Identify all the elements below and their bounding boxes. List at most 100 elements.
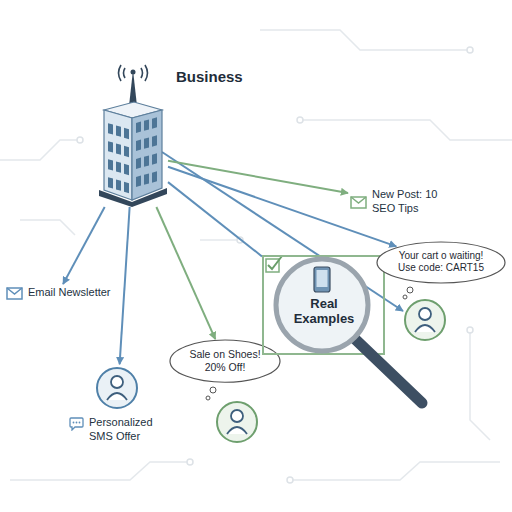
window [116, 125, 121, 136]
customer-head [111, 376, 123, 388]
window [144, 173, 149, 184]
channel-connector [120, 207, 130, 364]
magnifier-frame: Real Examples [262, 255, 385, 355]
channel-connector [156, 207, 215, 339]
windows [136, 117, 157, 187]
antenna [129, 70, 137, 106]
circuit-dot [287, 477, 293, 483]
check-tick [268, 256, 282, 269]
email-channel: Email Newsletter [4, 284, 113, 302]
building-left-face [104, 110, 132, 200]
antenna-tip [131, 70, 136, 75]
phone-icon [314, 267, 330, 292]
bubble-tail [403, 295, 407, 299]
node-label: Your cart o waiting! Use code: CART15 [392, 250, 490, 275]
customer-icon [217, 402, 257, 442]
magnifier-handle [355, 339, 422, 403]
circuit-trace [290, 462, 500, 480]
envelope-flap [7, 288, 22, 294]
customer-head [419, 308, 431, 320]
window [144, 155, 149, 166]
circuit-trace [20, 220, 75, 235]
business-building: Business [98, 62, 168, 207]
circuit-trace [0, 140, 80, 160]
customer-icon [95, 366, 139, 410]
envelope-icon [6, 287, 23, 300]
window [136, 122, 141, 133]
envelope-body [7, 288, 22, 299]
circuit-background [0, 30, 512, 480]
customer-circle [217, 402, 257, 442]
circuit-trace [10, 462, 190, 480]
circuit-dot [467, 47, 473, 53]
chat-icon [69, 417, 84, 431]
chat-dot [73, 422, 75, 424]
customer-circle [405, 300, 445, 340]
node-label: Real Examples [284, 297, 364, 327]
circuit-dot [297, 117, 303, 123]
phone-screen [317, 270, 328, 287]
window [152, 171, 157, 182]
customer-body [415, 325, 435, 332]
window [124, 164, 129, 175]
window [144, 119, 149, 130]
window [116, 143, 121, 154]
windows [108, 123, 129, 193]
sms-row: Personalized SMS Offer [69, 416, 165, 444]
bubble-shape [377, 242, 505, 283]
customer-head [231, 410, 243, 422]
customer-circle [97, 368, 137, 408]
building-right-face [132, 110, 162, 200]
building-base [99, 188, 167, 207]
bubble-tail [206, 396, 210, 400]
circuit-trace [300, 120, 512, 140]
sms-channel: Personalized SMS Offer [67, 364, 167, 446]
circuit-dot [187, 459, 193, 465]
bubble-tail [210, 387, 216, 393]
window [144, 137, 149, 148]
node-label: Sale on Shoes! 20% Off! [185, 348, 265, 374]
channel-connector [168, 182, 262, 256]
envelope-flap [351, 197, 366, 203]
window [116, 179, 121, 190]
circuit-trace [200, 239, 240, 241]
customer-body [107, 393, 127, 400]
chat-dot [79, 422, 81, 424]
channel-connector [168, 167, 396, 247]
envelope-body [351, 197, 366, 208]
check-mark [266, 256, 282, 272]
circuit-dot [77, 137, 83, 143]
circuit-trace [260, 30, 470, 50]
customer-body [227, 427, 247, 434]
window [152, 135, 157, 146]
window [116, 161, 121, 172]
building-icon [98, 62, 168, 207]
window [152, 153, 157, 164]
window [152, 117, 157, 128]
circuit-trace [470, 330, 490, 440]
window [124, 146, 129, 157]
bubble-tail [407, 287, 413, 293]
blog-post: New Post: 10 SEO Tips [348, 186, 448, 218]
window [108, 159, 113, 170]
window [108, 141, 113, 152]
window [136, 158, 141, 169]
envelope-icon [350, 196, 367, 209]
node-label: Business [176, 68, 243, 85]
window [124, 128, 129, 139]
node-label: Email Newsletter [28, 286, 111, 300]
window [108, 177, 113, 188]
speech-bubble: Your cart o waiting! Use code: CART15 [376, 241, 506, 284]
customer-icon [405, 300, 445, 340]
channel-connector [63, 207, 105, 284]
window [136, 176, 141, 187]
magnifier-lens [276, 259, 368, 351]
node-label: Personalized SMS Offer [89, 416, 165, 444]
chat-bubble [70, 418, 83, 430]
circuit-dot [467, 327, 473, 333]
window [136, 140, 141, 151]
chat-dot [76, 422, 78, 424]
window [124, 182, 129, 193]
window [108, 123, 113, 134]
